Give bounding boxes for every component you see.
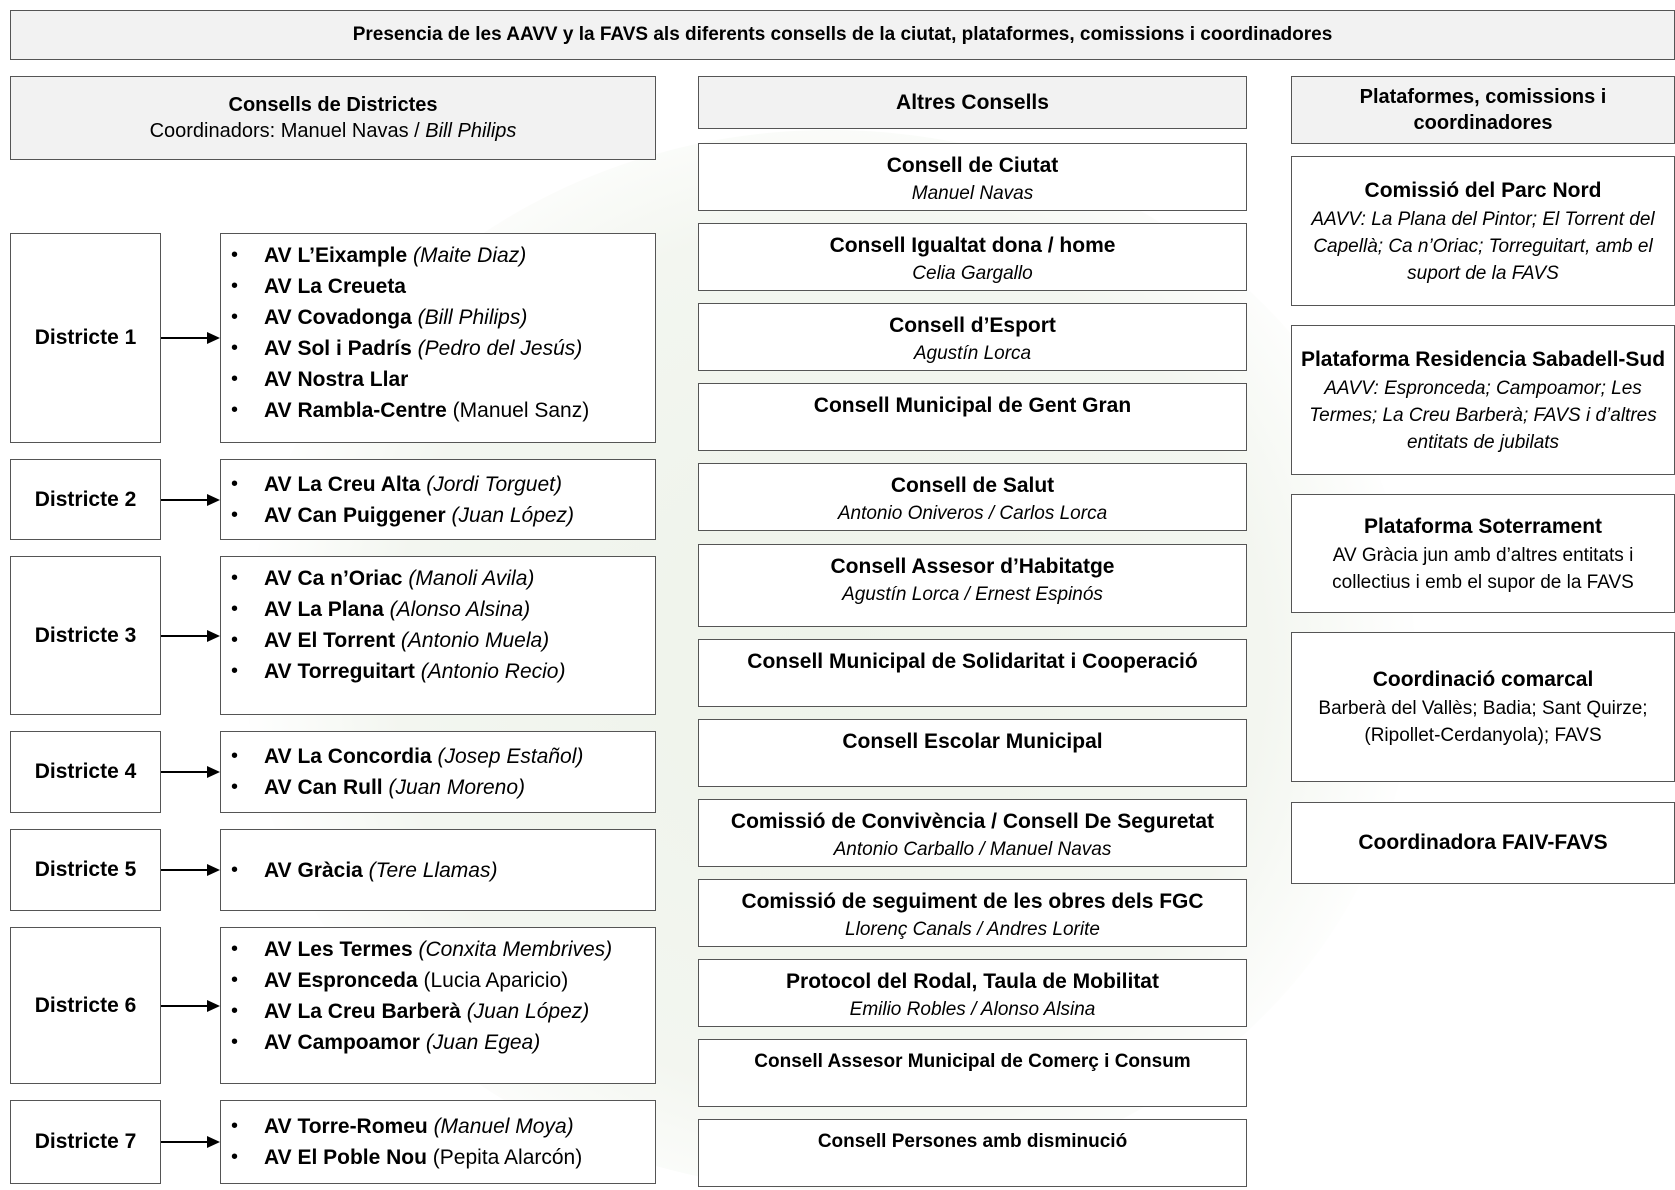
association-item: AV Rambla-Centre (Manuel Sanz) (231, 395, 647, 426)
association-item: AV La Creu Alta (Jordi Torguet) (231, 469, 647, 500)
association-item: AV Campoamor (Juan Egea) (231, 1027, 647, 1058)
platform-description: AV Gràcia jun amb d’altres entitats i co… (1332, 544, 1634, 593)
council-name: Consell Municipal de Gent Gran (813, 394, 1132, 417)
council-box: Comissió de seguiment de les obres dels … (698, 879, 1247, 947)
association-item: AV Ca n’Oriac (Manoli Avila) (231, 563, 647, 594)
council-name: Protocol del Rodal, Taula de Mobilitat (786, 970, 1159, 993)
council-representatives: Emilio Robles / Alonso Alsina (849, 999, 1096, 1020)
district-associations-3: AV Ca n’Oriac (Manoli Avila)AV La Plana … (220, 556, 656, 715)
council-name: Consell Escolar Municipal (842, 730, 1103, 753)
association-item: AV Les Termes (Conxita Membrives) (231, 934, 647, 965)
association-item: AV La Creu Barberà (Juan López) (231, 996, 647, 1027)
platform-name: Coordinadora FAIV-FAVS (1358, 831, 1608, 854)
council-name: Consell d’Esport (889, 314, 1056, 337)
platform-box: Coordinadora FAIV-FAVS (1291, 802, 1675, 884)
council-box: Consell Municipal de Gent Gran (698, 383, 1247, 451)
district-arrow-5 (161, 864, 220, 876)
district-associations-5: AV Gràcia (Tere Llamas) (220, 829, 656, 911)
association-item: AV El Torrent (Antonio Muela) (231, 625, 647, 656)
council-name: Consell Igualtat dona / home (829, 234, 1116, 257)
district-box-1: Districte 1 (10, 233, 161, 443)
district-box-2: Districte 2 (10, 459, 161, 540)
council-name: Comissió de Convivència / Consell De Seg… (730, 810, 1215, 833)
council-name: Consell Assesor Municipal de Comerç i Co… (754, 1051, 1191, 1072)
district-arrow-4 (161, 766, 220, 778)
platform-name: Comissió del Parc Nord (1364, 178, 1602, 202)
platform-box: Plataforma Soterrament AV Gràcia jun amb … (1291, 494, 1675, 613)
association-item: AV L’Eixample (Maite Diaz) (231, 240, 647, 271)
association-item: AV Covadonga (Bill Philips) (231, 302, 647, 333)
council-representatives: Antonio Oniveros / Carlos Lorca (837, 503, 1108, 524)
platform-name: Plataforma Soterrament (1363, 514, 1603, 538)
district-associations-7: AV Torre-Romeu (Manuel Moya)AV El Poble … (220, 1100, 656, 1184)
council-name: Consell de Ciutat (886, 154, 1059, 177)
council-representatives: Celia Gargallo (912, 263, 1033, 284)
district-box-7: Districte 7 (10, 1100, 161, 1184)
council-box: Consell Assesor Municipal de Comerç i Co… (698, 1039, 1247, 1107)
council-name: Consell Persones amb disminució (817, 1131, 1128, 1152)
council-name: Consell Municipal de Solidaritat i Coope… (747, 650, 1198, 673)
association-item: AV La Plana (Alonso Alsina) (231, 594, 647, 625)
districts-header-title: Consells de Districtes (228, 94, 438, 116)
districts-header: Consells de Districtes Coordinadors: Man… (10, 76, 656, 160)
district-box-5: Districte 5 (10, 829, 161, 911)
council-representatives: Agustín Lorca (913, 343, 1032, 364)
district-box-4: Districte 4 (10, 731, 161, 813)
association-item: AV Nostra Llar (231, 364, 647, 395)
page-title: Presencia de les AAVV y la FAVS als dife… (10, 10, 1675, 60)
council-box: Comissió de Convivència / Consell De Seg… (698, 799, 1247, 867)
association-item: AV Sol i Padrís (Pedro del Jesús) (231, 333, 647, 364)
district-box-6: Districte 6 (10, 927, 161, 1084)
platform-description: AAVV: Espronceda; Campoamor; Les Termes;… (1309, 377, 1657, 453)
council-representatives: Agustín Lorca / Ernest Espinós (842, 584, 1103, 605)
district-associations-6: AV Les Termes (Conxita Membrives)AV Espr… (220, 927, 656, 1084)
council-name: Consell de Salut (890, 474, 1055, 497)
district-associations-2: AV La Creu Alta (Jordi Torguet)AV Can Pu… (220, 459, 656, 540)
association-item: AV La Creueta (231, 271, 647, 302)
council-box: Consell Persones amb disminució (698, 1119, 1247, 1187)
association-item: AV La Concordia (Josep Estañol) (231, 741, 647, 772)
association-item: AV Can Puiggener (Juan López) (231, 500, 647, 531)
council-box: Consell Municipal de Solidaritat i Coope… (698, 639, 1247, 707)
council-name: Consell Assesor d’Habitatge (830, 555, 1115, 578)
association-item: AV Can Rull (Juan Moreno) (231, 772, 647, 803)
association-item: AV Espronceda (Lucia Aparicio) (231, 965, 647, 996)
platform-description: Barberà del Vallès; Badia; Sant Quirze; … (1318, 698, 1648, 746)
district-arrow-6 (161, 999, 220, 1012)
association-item: AV Torreguitart (Antonio Recio) (231, 656, 647, 687)
district-arrow-3 (161, 629, 220, 642)
districts-header-coordinators: Coordinadors: Manuel Navas / Bill Philip… (149, 120, 517, 142)
district-arrow-7 (161, 1136, 220, 1148)
association-item: AV El Poble Nou (Pepita Alarcón) (231, 1142, 647, 1173)
councils-header: Altres Consells (698, 76, 1247, 129)
district-associations-1: AV L’Eixample (Maite Diaz)AV La CreuetaA… (220, 233, 656, 443)
association-item: AV Gràcia (Tere Llamas) (231, 855, 647, 886)
platform-name: Plataforma Residencia Sabadell-Sud (1300, 347, 1666, 371)
platforms-header: Plataformes, comissions i coordinadores (1291, 76, 1675, 144)
platform-name: Coordinació comarcal (1372, 668, 1594, 691)
council-name: Comissió de seguiment de les obres dels … (741, 890, 1204, 913)
council-representatives: Manuel Navas (911, 183, 1034, 204)
council-box: Consell Escolar Municipal (698, 719, 1247, 787)
district-associations-4: AV La Concordia (Josep Estañol)AV Can Ru… (220, 731, 656, 813)
council-representatives: Antonio Carballo / Manuel Navas (833, 839, 1112, 860)
district-arrow-2 (161, 493, 220, 506)
association-item: AV Torre-Romeu (Manuel Moya) (231, 1111, 647, 1142)
platform-description: AAVV: La Plana del Pintor; El Torrent de… (1311, 208, 1655, 284)
district-arrow-1 (161, 332, 220, 344)
council-representatives: Llorenç Canals / Andres Lorite (845, 919, 1100, 940)
district-box-3: Districte 3 (10, 556, 161, 715)
